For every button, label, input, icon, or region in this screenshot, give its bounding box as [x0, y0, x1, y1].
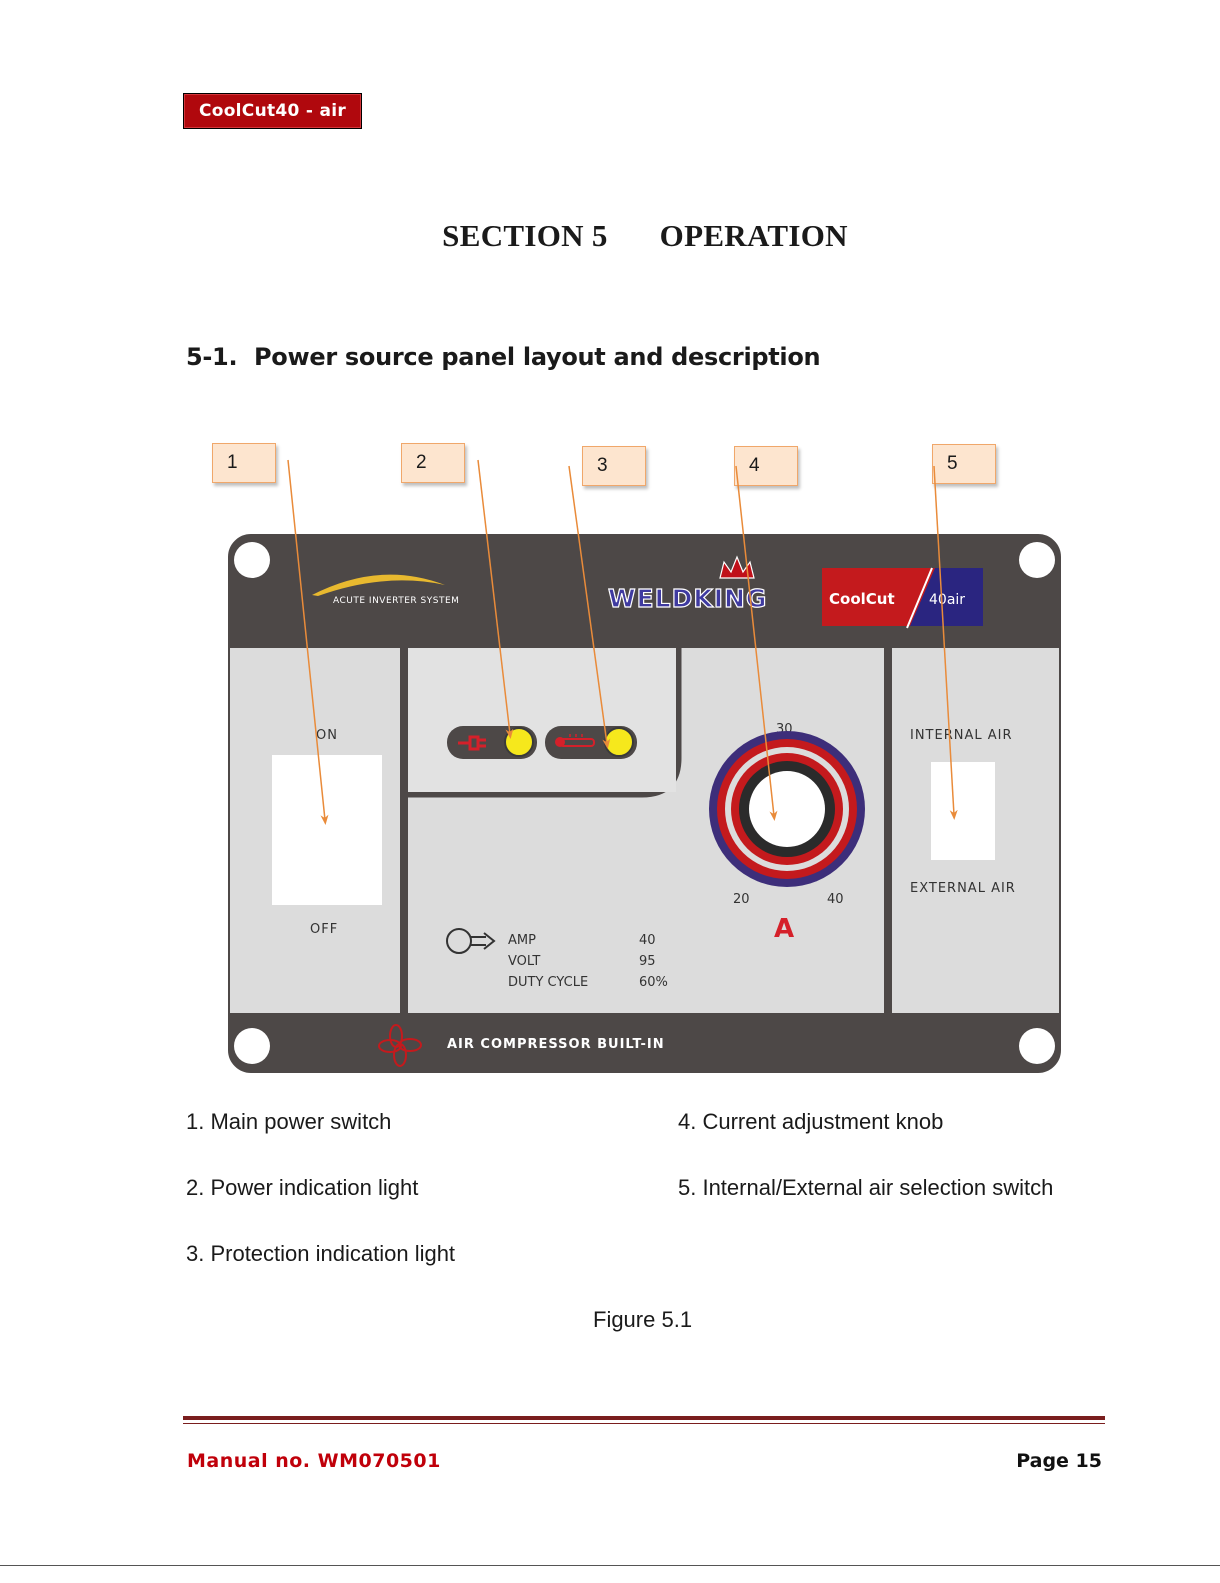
compressor-label: AIR COMPRESSOR BUILT-IN — [447, 1037, 665, 1052]
output-icon — [446, 928, 496, 954]
subsection-number: 5-1. — [186, 343, 238, 371]
spec-label-volt: VOLT — [508, 954, 540, 969]
legend-item-1: 1. Main power switch — [186, 1109, 392, 1134]
scale-left-label: 20 — [733, 892, 750, 907]
swoosh-logo-icon — [312, 574, 445, 596]
current-adjustment-knob — [709, 731, 865, 887]
callout-arrow-1 — [287, 459, 329, 825]
amp-unit-label: A — [774, 914, 794, 944]
switch-on-label: ON — [316, 728, 338, 743]
callout-arrow-4 — [735, 465, 778, 821]
model-suffix: 40air — [929, 592, 965, 608]
air-selection-switch — [931, 762, 995, 860]
power-source-panel-figure: ACUTE INVERTER SYSTEM WELDKING CoolCut 4… — [228, 459, 1061, 1073]
subsection-heading: 5-1. Power source panel layout and descri… — [186, 343, 821, 371]
spec-value-volt: 95 — [639, 954, 656, 969]
brand-name: WELDKING — [608, 584, 767, 613]
spec-value-duty: 60% — [639, 975, 668, 990]
brand-tagline: ACUTE INVERTER SYSTEM — [333, 596, 459, 606]
product-logo-badge: CoolCut40 - air — [183, 93, 362, 129]
page-bottom-edge — [0, 1565, 1220, 1566]
section-number: SECTION 5 — [442, 218, 608, 253]
subsection-title: Power source panel layout and descriptio… — [254, 343, 821, 371]
main-power-switch — [272, 755, 382, 905]
callout-arrow-5 — [933, 465, 958, 820]
callout-3: 3 — [582, 446, 646, 486]
fan-icon — [378, 1024, 422, 1067]
callout-2: 2 — [401, 443, 465, 483]
model-name: CoolCut — [829, 590, 895, 608]
screw-icon — [234, 1028, 270, 1064]
callout-arrow-2 — [477, 459, 514, 739]
callout-5: 5 — [932, 444, 996, 484]
power-plug-icon — [458, 735, 486, 751]
legend-item-3: 3. Protection indication light — [186, 1241, 456, 1266]
spec-label-duty: DUTY CYCLE — [508, 975, 588, 990]
manual-number: Manual no. WM070501 — [187, 1450, 441, 1472]
callout-4: 4 — [734, 446, 798, 486]
screw-icon — [234, 542, 270, 578]
crown-icon — [719, 555, 755, 579]
legend-item-4: 4. Current adjustment knob — [678, 1109, 944, 1134]
callout-arrow-3 — [568, 465, 611, 749]
legend-item-5: 5. Internal/External air selection switc… — [678, 1175, 1054, 1200]
footer-rule — [183, 1416, 1105, 1420]
panel-bottom-band — [229, 1013, 1060, 1072]
section-title: OPERATION — [659, 218, 848, 253]
spec-label-amp: AMP — [508, 933, 536, 948]
protection-indicator-light — [604, 727, 634, 757]
screw-icon — [1019, 1028, 1055, 1064]
screw-icon — [1019, 542, 1055, 578]
external-air-label: EXTERNAL AIR — [910, 881, 1016, 896]
internal-air-label: INTERNAL AIR — [910, 728, 1013, 743]
switch-off-label: OFF — [310, 922, 338, 937]
figure-caption: Figure 5.1 — [593, 1307, 693, 1332]
section-heading: SECTION 5 OPERATION — [0, 218, 1220, 254]
callout-1: 1 — [212, 443, 276, 483]
thermometer-icon — [555, 734, 595, 747]
page-number: Page 15 — [1016, 1450, 1102, 1472]
scale-right-label: 40 — [827, 892, 844, 907]
footer-rule-thin — [183, 1423, 1105, 1424]
legend-item-2: 2. Power indication light — [186, 1175, 419, 1200]
spec-value-amp: 40 — [639, 933, 656, 948]
